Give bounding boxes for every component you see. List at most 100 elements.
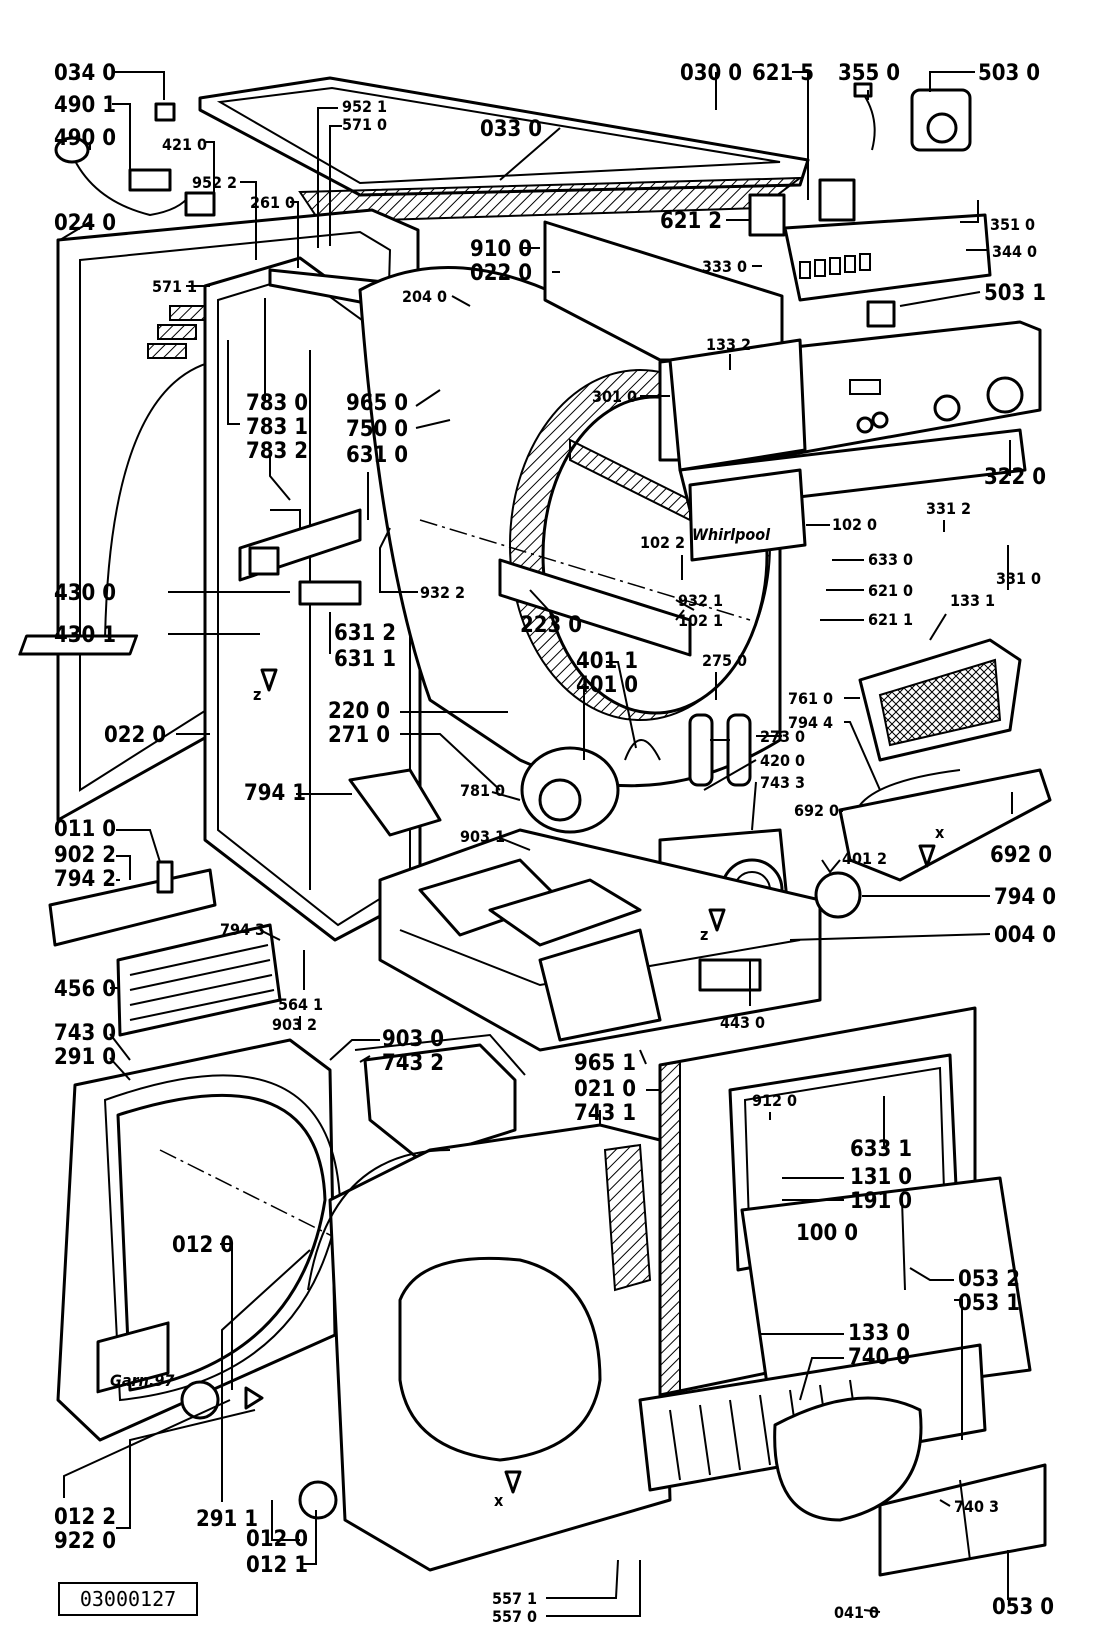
label-4301: 430 1 bbox=[54, 623, 116, 648]
back-panel-cable bbox=[104, 359, 221, 641]
label-4200: 420 0 bbox=[760, 751, 805, 770]
top-lid-inner bbox=[216, 86, 781, 185]
label-5570: 557 0 bbox=[492, 1607, 537, 1626]
label-9030: 903 0 bbox=[382, 1027, 444, 1052]
label-4011: 401 1 bbox=[576, 649, 638, 674]
label-7940: 794 0 bbox=[994, 885, 1056, 910]
base-duct-2 bbox=[488, 878, 642, 947]
label-4012: 401 2 bbox=[842, 849, 887, 868]
base-frame-rail bbox=[399, 929, 801, 987]
label-6212: 621 2 bbox=[660, 209, 722, 234]
marker-x-1: x bbox=[935, 823, 945, 842]
control-display bbox=[849, 379, 881, 395]
label-0110: 011 0 bbox=[54, 817, 116, 842]
label-7832: 783 2 bbox=[246, 439, 308, 464]
marker-z-arrow-2 bbox=[708, 908, 726, 932]
pcb-shape bbox=[783, 213, 992, 302]
label-2230: 223 0 bbox=[520, 613, 582, 638]
filter-housing-shape bbox=[838, 768, 1052, 882]
drum-axis bbox=[419, 519, 751, 621]
label-2200: 220 0 bbox=[328, 699, 390, 724]
label-3312: 331 2 bbox=[926, 499, 971, 518]
relay-2-shape bbox=[818, 178, 856, 222]
marker-x-arrow-2 bbox=[504, 1470, 522, 1494]
control-bracket-shape bbox=[668, 338, 807, 472]
label-9322: 932 2 bbox=[420, 583, 465, 602]
label-9522: 952 2 bbox=[192, 173, 237, 192]
parts-artwork bbox=[18, 76, 1052, 1577]
label-3330: 333 0 bbox=[702, 257, 747, 276]
label-3510: 351 0 bbox=[990, 215, 1035, 234]
label-1020: 102 0 bbox=[832, 515, 877, 534]
front-panel-cutout bbox=[96, 1321, 170, 1394]
label-7430: 743 0 bbox=[54, 1021, 116, 1046]
marker-triangle bbox=[244, 1386, 264, 1410]
label-0240: 024 0 bbox=[54, 211, 116, 236]
label-7941: 794 1 bbox=[244, 781, 306, 806]
label-7433: 743 3 bbox=[760, 773, 805, 792]
label-3550: 355 0 bbox=[838, 61, 900, 86]
label-5571: 557 1 bbox=[492, 1589, 537, 1608]
heater-shape bbox=[116, 923, 282, 1037]
hose-7832-shape bbox=[270, 509, 301, 530]
label-4010: 401 0 bbox=[576, 673, 638, 698]
label-9022: 902 2 bbox=[54, 843, 116, 868]
label-7403: 740 3 bbox=[954, 1497, 999, 1516]
label-7830: 783 0 bbox=[246, 391, 308, 416]
rod-0532-shape bbox=[901, 1199, 906, 1291]
label-0531: 053 1 bbox=[958, 1291, 1020, 1316]
thermostat-shape bbox=[866, 300, 896, 328]
label-9120: 912 0 bbox=[752, 1091, 797, 1110]
back-panel-slot-1 bbox=[169, 305, 209, 321]
condenser-grille bbox=[773, 1396, 923, 1522]
label-1022: 102 2 bbox=[640, 533, 685, 552]
label-1310: 131 0 bbox=[850, 1165, 912, 1190]
top-lid-shape bbox=[198, 76, 810, 197]
sensor-cable bbox=[863, 94, 876, 151]
label-4900: 490 0 bbox=[54, 126, 116, 151]
control-knob-2 bbox=[986, 376, 1024, 414]
label-7431: 743 1 bbox=[574, 1101, 636, 1126]
tank-6312-shape bbox=[298, 580, 362, 606]
marker-z-1: z bbox=[253, 685, 261, 704]
label-5030: 503 0 bbox=[978, 61, 1040, 86]
label-5641: 564 1 bbox=[278, 995, 323, 1014]
drawing-code-box: 03000127 bbox=[58, 1582, 198, 1616]
filter-mesh bbox=[878, 658, 1002, 747]
plate-4301-shape bbox=[18, 634, 139, 656]
label-2911: 291 1 bbox=[196, 1507, 258, 1532]
back-panel-slot-2 bbox=[157, 324, 197, 340]
label-1332: 133 2 bbox=[706, 335, 751, 354]
label-0532: 053 2 bbox=[958, 1267, 1020, 1292]
label-0040: 004 0 bbox=[994, 923, 1056, 948]
label-4901: 490 1 bbox=[54, 93, 116, 118]
gasket-7944-shape bbox=[859, 769, 961, 806]
label-1021: 102 1 bbox=[678, 611, 723, 630]
label-7831: 783 1 bbox=[246, 415, 308, 440]
pcb-windows bbox=[799, 253, 871, 279]
label-9031: 903 1 bbox=[460, 827, 505, 846]
label-7942: 794 2 bbox=[54, 867, 116, 892]
label-1330: 133 0 bbox=[848, 1321, 910, 1346]
display-panel-shape bbox=[688, 468, 807, 562]
label-6920a: 692 0 bbox=[794, 801, 839, 820]
plug-4900-shape bbox=[54, 136, 90, 164]
label-9651: 965 1 bbox=[574, 1051, 636, 1076]
label-0300: 030 0 bbox=[680, 61, 742, 86]
label-5031: 503 1 bbox=[984, 281, 1046, 306]
timer-dial bbox=[926, 112, 958, 144]
door-frame-gasket bbox=[307, 1149, 451, 1291]
label-0122: 012 2 bbox=[54, 1505, 116, 1530]
label-2610: 261 0 bbox=[250, 193, 295, 212]
label-0530: 053 0 bbox=[992, 1595, 1054, 1620]
label-6215: 621 5 bbox=[752, 61, 814, 86]
label-2730: 273 0 bbox=[760, 727, 805, 746]
brand-text: Whirlpool bbox=[692, 525, 771, 544]
duct-7941-shape bbox=[348, 768, 442, 837]
label-9650: 965 0 bbox=[346, 391, 408, 416]
label-1910: 191 0 bbox=[850, 1189, 912, 1214]
seal-ring-7940-shape bbox=[814, 871, 862, 919]
label-5711: 571 1 bbox=[152, 277, 197, 296]
label-9032: 903 2 bbox=[272, 1015, 317, 1034]
